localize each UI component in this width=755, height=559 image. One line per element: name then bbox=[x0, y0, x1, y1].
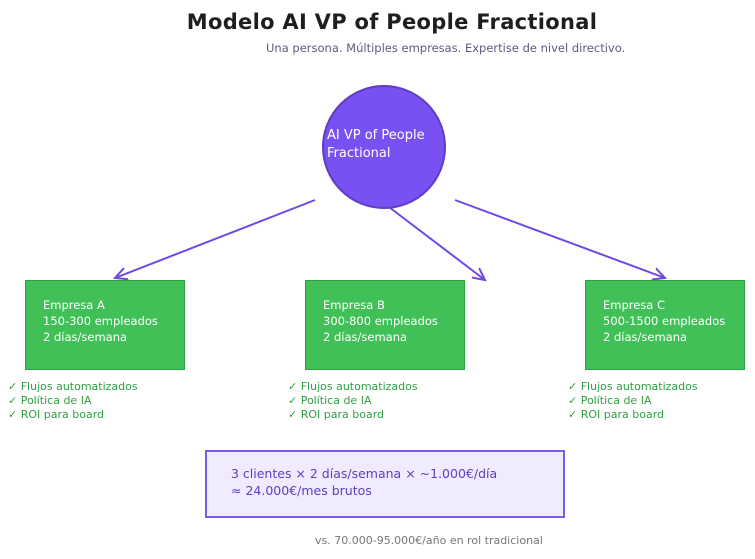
arrow-to-empresa-c bbox=[454, 199, 665, 278]
company-name: Empresa C bbox=[603, 298, 666, 312]
check-item: ✓ Política de IA bbox=[288, 394, 372, 407]
company-box-c: Empresa C 500-1500 empleados 2 días/sema… bbox=[585, 280, 745, 370]
hub-label-line2: Fractional bbox=[327, 146, 391, 161]
checklist-b: ✓ Flujos automatizados ✓ Política de IA … bbox=[288, 380, 418, 422]
company-name: Empresa A bbox=[43, 298, 105, 312]
arrow-to-empresa-a bbox=[115, 199, 316, 278]
check-item: ✓ Flujos automatizados bbox=[8, 380, 138, 393]
comparison-footnote: vs. 70.000-95.000€/año en rol tradiciona… bbox=[315, 534, 543, 547]
hub-circle bbox=[322, 85, 446, 209]
company-box-a: Empresa A 150-300 empleados 2 días/seman… bbox=[25, 280, 185, 370]
formula-line1: 3 clientes × 2 días/semana × ~1.000€/día bbox=[231, 466, 498, 481]
company-size: 300-800 empleados bbox=[323, 314, 438, 328]
check-item: ✓ Política de IA bbox=[8, 394, 92, 407]
formula-line2: ≈ 24.000€/mes brutos bbox=[231, 483, 372, 498]
diagram-subtitle: Una persona. Múltiples empresas. Experti… bbox=[266, 41, 626, 55]
hub-label-line1: AI VP of People bbox=[327, 128, 425, 143]
revenue-formula-box: 3 clientes × 2 días/semana × ~1.000€/día… bbox=[205, 450, 565, 518]
company-schedule: 2 días/semana bbox=[603, 330, 688, 344]
check-item: ✓ ROI para board bbox=[568, 408, 665, 421]
arrow-to-empresa-b bbox=[384, 203, 485, 280]
check-item: ✓ Política de IA bbox=[568, 394, 652, 407]
company-box-b: Empresa B 300-800 empleados 2 días/seman… bbox=[305, 280, 465, 370]
check-item: ✓ Flujos automatizados bbox=[568, 380, 698, 393]
check-item: ✓ Flujos automatizados bbox=[288, 380, 418, 393]
company-name: Empresa B bbox=[323, 298, 385, 312]
diagram-title: Modelo AI VP of People Fractional bbox=[186, 10, 598, 34]
checklist-c: ✓ Flujos automatizados ✓ Política de IA … bbox=[568, 380, 698, 422]
check-item: ✓ ROI para board bbox=[288, 408, 385, 421]
hub-label: AI VP of People Fractional bbox=[327, 127, 425, 163]
company-schedule: 2 días/semana bbox=[43, 330, 128, 344]
check-item: ✓ ROI para board bbox=[8, 408, 105, 421]
company-size: 150-300 empleados bbox=[43, 314, 158, 328]
checklist-a: ✓ Flujos automatizados ✓ Política de IA … bbox=[8, 380, 138, 422]
company-schedule: 2 días/semana bbox=[323, 330, 408, 344]
company-size: 500-1500 empleados bbox=[603, 314, 726, 328]
